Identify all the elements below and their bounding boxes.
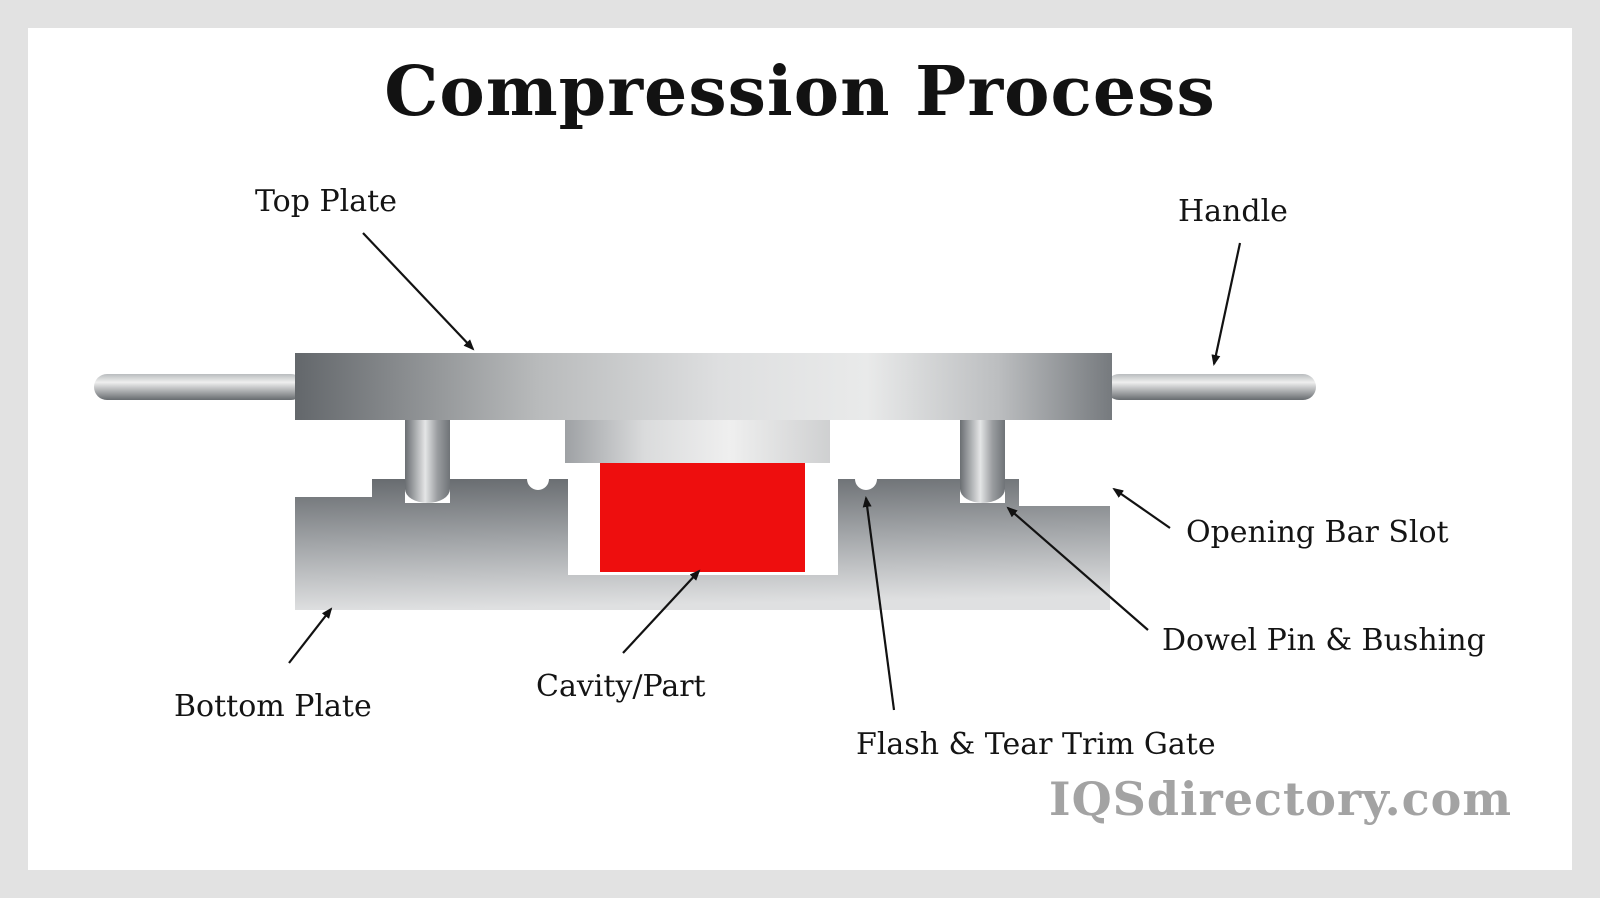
label-dowel-pin-bushing: Dowel Pin & Bushing [1162, 623, 1486, 658]
right-dowel-pin [960, 420, 1005, 504]
arrow-flash-tear-trim-gate [862, 496, 896, 711]
watermark-iqsdirectory: IQSdirectory.com [1049, 772, 1512, 826]
top-plate-shape [295, 353, 1112, 420]
page-title: Compression Process [384, 52, 1216, 132]
label-flash-tear-trim-gate: Flash & Tear Trim Gate [856, 727, 1216, 762]
label-top-plate: Top Plate [255, 184, 397, 219]
arrow-handle [1211, 242, 1242, 366]
label-bottom-plate: Bottom Plate [174, 689, 372, 724]
left-handle-rod [94, 374, 304, 400]
right-handle-rod [1106, 374, 1316, 400]
bottom-plate-shape [295, 479, 1110, 610]
label-handle: Handle [1178, 194, 1288, 229]
arrow-bottom-plate [288, 607, 333, 664]
label-cavity-part: Cavity/Part [536, 669, 706, 704]
arrow-opening-bar-slot [1112, 487, 1171, 529]
arrow-top-plate [362, 232, 475, 351]
label-opening-bar-slot: Opening Bar Slot [1186, 515, 1449, 550]
plunger-shape [565, 420, 830, 463]
arrow-cavity-part [622, 569, 701, 654]
left-dowel-pin [405, 420, 450, 504]
arrow-dowel-pin-bushing [1006, 506, 1149, 631]
cavity-part-shape [600, 459, 805, 572]
